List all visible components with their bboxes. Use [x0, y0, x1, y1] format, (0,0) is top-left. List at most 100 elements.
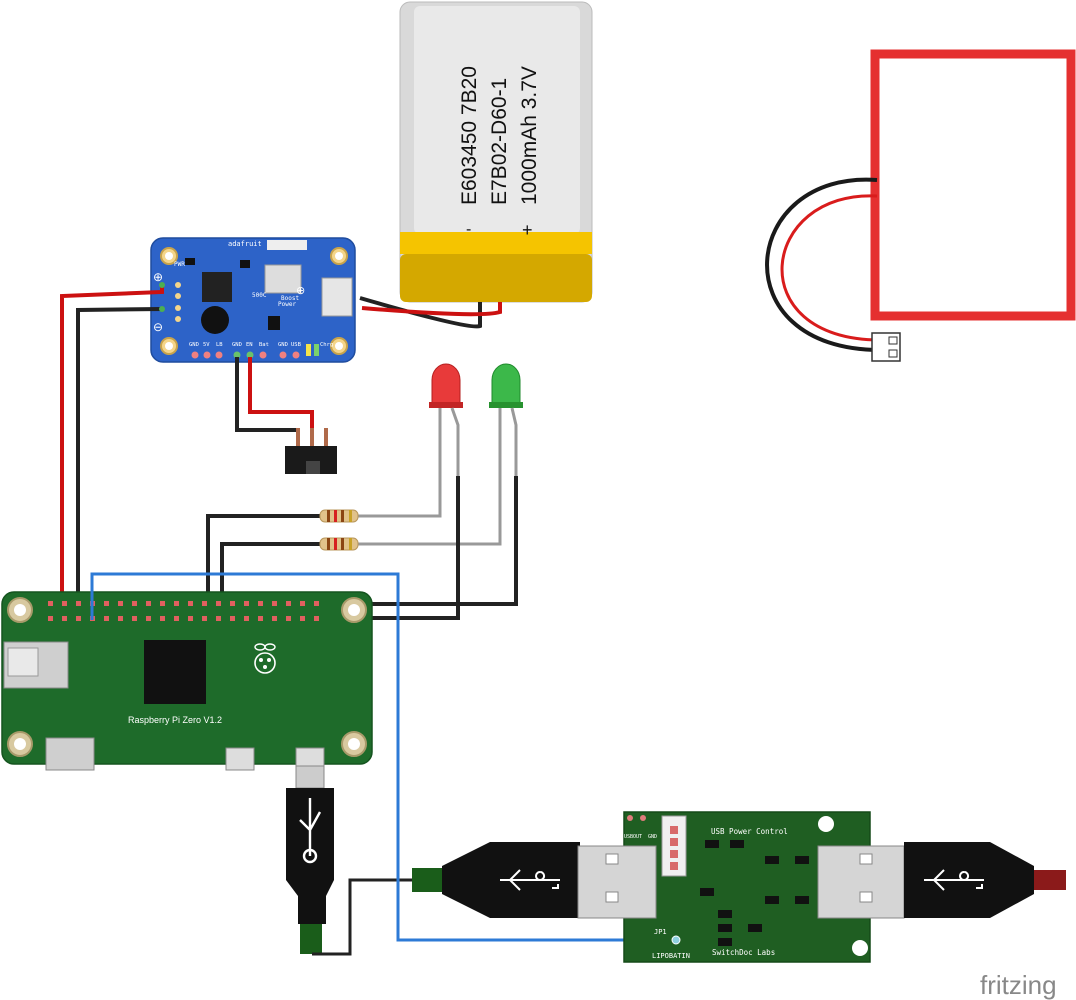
- smd: [765, 896, 779, 904]
- smd: [705, 840, 719, 848]
- usb-cable: [286, 765, 334, 954]
- battery-face: [414, 6, 580, 234]
- red-led-leg: [450, 407, 460, 476]
- usb-control-mount: [852, 940, 868, 956]
- gpio-pin: [62, 601, 67, 606]
- pin-label: GND: [232, 342, 242, 348]
- brand-label: adafruit: [228, 240, 262, 248]
- red-led: [429, 363, 463, 476]
- solar-black-wire: [765, 177, 881, 352]
- micro-usb-data: [225, 747, 255, 771]
- usb-control-mount: [818, 816, 834, 832]
- usb-a-plug-right: [817, 842, 1066, 919]
- model-name-2: Boost: [281, 295, 299, 302]
- solar-connector: [871, 332, 901, 362]
- gpio-pin: [314, 616, 319, 621]
- smd: [700, 888, 714, 896]
- pi-mount-hole-center: [348, 604, 360, 616]
- wire-end: [159, 282, 165, 288]
- red-led-body: [431, 363, 461, 406]
- resistor-1: [319, 509, 359, 523]
- resistor-body: [319, 509, 359, 523]
- smd: [730, 840, 744, 848]
- boost-chip: [202, 272, 232, 302]
- gpio-pin: [272, 601, 277, 606]
- green-led-rim: [489, 402, 523, 408]
- smd-components: [700, 840, 809, 946]
- soc-chip: [144, 640, 206, 704]
- model-name-1: Power: [278, 301, 296, 308]
- smd: [718, 938, 732, 946]
- battery-label-1: E603450 7B20: [458, 66, 481, 205]
- jp1-pad: [671, 935, 681, 945]
- lipobatin-label: LIPOBATIN: [652, 952, 690, 960]
- fritzing-watermark: fritzing: [980, 970, 1057, 1000]
- battery-foot: [400, 254, 592, 302]
- gpio-pin: [202, 601, 207, 606]
- wire-end: [159, 306, 165, 312]
- mount-hole-center: [165, 252, 173, 260]
- usb-port: [264, 264, 302, 294]
- green-led-gpio-wire: [326, 476, 518, 606]
- pin-label: LB: [216, 342, 223, 348]
- usb-a-window: [605, 853, 619, 865]
- gpio-pin: [146, 601, 151, 606]
- gpio-pin: [132, 601, 137, 606]
- pin-pad: [259, 351, 267, 359]
- resistor1-wire: [206, 514, 322, 604]
- bottom-pins: [191, 344, 319, 359]
- resistor1-lead: [358, 472, 442, 518]
- battery-text: E603450 7B20 E7B02-D60-1 1000mAh 3.7V: [458, 66, 541, 205]
- left-pad: [175, 282, 181, 288]
- red-5v-wire: [60, 285, 164, 604]
- smd-part: [268, 316, 280, 330]
- cable-end: [300, 924, 322, 954]
- jp1-label: JP1: [654, 928, 667, 936]
- header-silk: [267, 240, 307, 250]
- band: [349, 538, 352, 550]
- gpio-pin: [216, 616, 221, 621]
- model-name-3: 500C: [252, 292, 267, 299]
- lipo-battery: E603450 7B20 E7B02-D60-1 1000mAh 3.7V - …: [399, 1, 593, 303]
- gpio-pin: [300, 601, 305, 606]
- pad: [627, 815, 633, 821]
- battery-black-lead: [359, 296, 482, 329]
- gpio-pin: [244, 616, 249, 621]
- green-led-body: [491, 363, 521, 406]
- left-pad: [175, 305, 181, 311]
- gpio-pin: [48, 616, 53, 621]
- gpio-pin: [118, 616, 123, 621]
- gpio-pin: [62, 616, 67, 621]
- done-led: [314, 344, 319, 356]
- usb-cable-wire: [312, 878, 440, 956]
- band: [334, 538, 337, 550]
- battery-red-lead: [361, 302, 502, 317]
- pin-pad: [246, 351, 254, 359]
- header-pin: [670, 850, 678, 858]
- smd: [795, 856, 809, 864]
- green-led-leg: [510, 407, 518, 476]
- smd-part: [185, 258, 195, 265]
- gpio-pin: [258, 616, 263, 621]
- usb-symbol-icon: [500, 869, 560, 891]
- gpio-header: [48, 601, 319, 621]
- pin-labels: GND 5V LB GND EN Bat GND USB Chrg: [189, 342, 333, 348]
- pad: [640, 815, 646, 821]
- resistor-2: [319, 537, 359, 551]
- pin-pad: [191, 351, 199, 359]
- left-pad: [175, 316, 181, 322]
- cable-strain: [412, 868, 442, 892]
- pi-mount-hole-center: [348, 738, 360, 750]
- band: [349, 510, 352, 522]
- smd: [748, 924, 762, 932]
- band: [341, 538, 344, 550]
- gpio-pin: [76, 601, 81, 606]
- solar-panel-frame: [870, 49, 1076, 321]
- band: [341, 510, 344, 522]
- sd-card: [7, 647, 39, 677]
- mount-hole-center: [335, 252, 343, 260]
- gpio-pin: [132, 616, 137, 621]
- resistor-body: [319, 537, 359, 551]
- band: [334, 510, 337, 522]
